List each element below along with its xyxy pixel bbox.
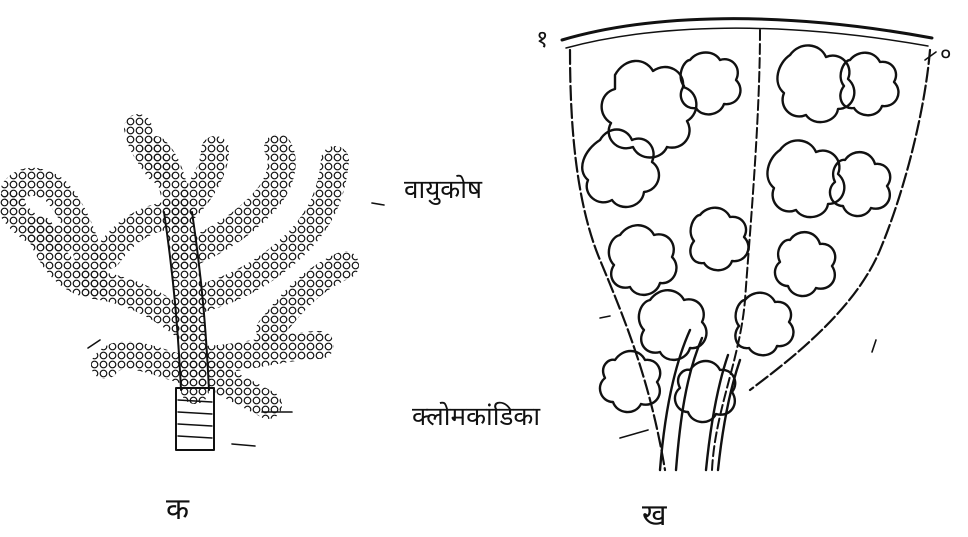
corner-mark-left: १ [536,22,548,55]
terminal-bronchioles [660,330,740,470]
corner-mark-right: ० [940,38,951,68]
bronchiole-label: क्लोमकांडिका [412,397,540,433]
alveoli-branches [10,128,345,405]
caption-a: क [166,487,189,528]
alveolar-sacs [582,45,898,422]
alveoli-label: वायुकोष [404,170,482,206]
bronchial-tree [10,128,384,450]
lobule-septum [712,30,760,470]
caption-b: ख [642,493,667,534]
lobule-section [562,19,936,470]
leader-lines-b [600,52,936,438]
